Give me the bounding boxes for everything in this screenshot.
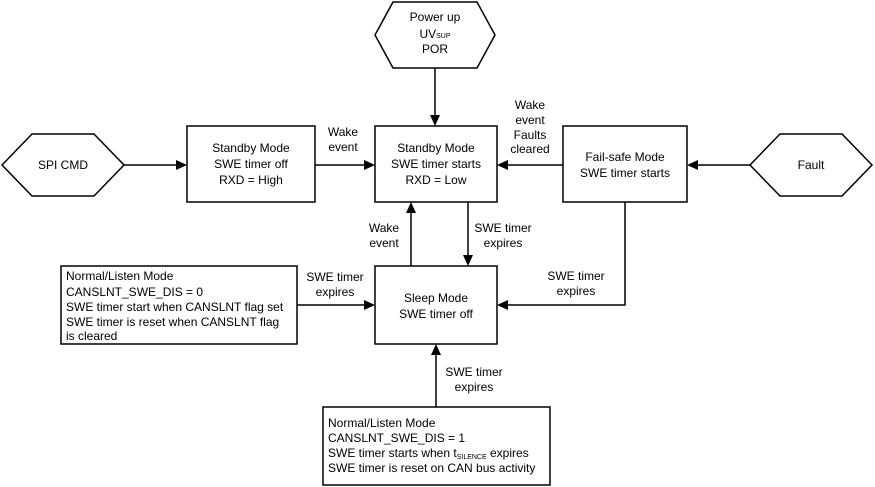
failsafe-line: SWE timer starts xyxy=(580,166,670,180)
edge-label-line: Wake xyxy=(328,125,359,139)
label-swe-expires-right: SWE timer expires xyxy=(547,269,604,298)
arrow-normal-bottom-to-sleep xyxy=(431,344,441,407)
standby-left-line: Standby Mode xyxy=(212,141,290,155)
edge-label-line: cleared xyxy=(510,142,549,156)
standby-mode-center-box: Standby Mode SWE timer starts RXD = Low xyxy=(374,125,498,203)
label-swe-expires-mid: SWE timer expires xyxy=(474,221,531,250)
edge-label-line: SWE timer xyxy=(306,270,363,284)
edge-label-line: SWE timer xyxy=(547,269,604,283)
por-label: POR xyxy=(422,42,448,56)
sleep-mode-box: Sleep Mode SWE timer off xyxy=(374,265,498,345)
fault-node: Fault xyxy=(748,133,874,197)
normal-bottom-line: SWE timer is reset on CAN bus activity xyxy=(328,461,535,475)
edge-label-line: expires xyxy=(484,236,523,250)
normal-bottom-rect xyxy=(322,406,551,486)
normal-bottom-line: SWE timer starts when tSILENCE expires xyxy=(328,446,529,461)
arrow-sleep-to-standby xyxy=(406,202,416,266)
standby-center-line: Standby Mode xyxy=(397,141,475,155)
label-swe-expires-bottom: SWE timer expires xyxy=(445,365,502,394)
edge-label-line: SWE timer xyxy=(474,221,531,235)
sleep-line: Sleep Mode xyxy=(404,291,468,305)
edge-label-line: event xyxy=(328,140,358,154)
standby-center-rect xyxy=(374,125,498,203)
normal-listen-bottom-box: Normal/Listen Mode CANSLNT_SWE_DIS = 1 S… xyxy=(322,406,551,486)
edge-label-line: event xyxy=(515,113,545,127)
failsafe-mode-box: Fail-safe Mode SWE timer starts xyxy=(562,125,688,203)
standby-center-line: RXD = Low xyxy=(405,173,466,187)
power-up-shape xyxy=(374,1,496,69)
sleep-line: SWE timer off xyxy=(399,307,473,321)
edge-label-line: expires xyxy=(316,285,355,299)
normal-bottom-line: CANSLNT_SWE_DIS = 1 xyxy=(328,431,465,445)
label-swe-expires-left: SWE timer expires xyxy=(306,270,363,299)
normal-left-line: is cleared xyxy=(66,329,117,343)
standby-left-line: RXD = High xyxy=(219,173,283,187)
power-up-label: Power up xyxy=(410,10,461,24)
edge-label-line: Wake xyxy=(369,221,400,235)
arrow-fault-to-failsafe xyxy=(687,160,750,170)
edge-label-line: SWE timer xyxy=(445,365,502,379)
uv-sup-label: UVSUP xyxy=(419,27,450,41)
normal-left-line: SWE timer is reset when CANSLNT flag xyxy=(66,315,279,329)
normal-left-line: SWE timer start when CANSLNT flag set xyxy=(66,300,284,314)
standby-left-rect xyxy=(186,125,316,203)
normal-left-rect xyxy=(60,265,298,345)
arrow-standby-to-sleep xyxy=(463,202,473,266)
fault-label: Fault xyxy=(798,158,825,172)
edge-label-line: Faults xyxy=(514,128,547,142)
standby-mode-left-box: Standby Mode SWE timer off RXD = High xyxy=(186,125,316,203)
normal-listen-left-box: Normal/Listen Mode CANSLNT_SWE_DIS = 0 S… xyxy=(60,265,298,345)
arrow-power-to-standby xyxy=(430,68,440,126)
arrow-failsafe-to-sleep xyxy=(497,202,626,310)
failsafe-line: Fail-safe Mode xyxy=(585,150,665,164)
arrow-normal-left-to-sleep xyxy=(297,300,375,310)
spi-cmd-label: SPI CMD xyxy=(38,158,88,172)
label-wake-event-mid: Wake event xyxy=(369,221,400,250)
label-wake-faults-cleared: Wake event Faults cleared xyxy=(510,98,549,156)
spi-cmd-node: SPI CMD xyxy=(0,133,126,197)
failsafe-rect xyxy=(562,125,688,203)
standby-left-line: SWE timer off xyxy=(214,157,288,171)
arrow-standby-left-to-center xyxy=(315,160,375,170)
normal-left-line: CANSLNT_SWE_DIS = 0 xyxy=(66,285,203,299)
arrow-spi-to-standby xyxy=(124,160,187,170)
standby-center-line: SWE timer starts xyxy=(391,157,481,171)
edge-label-line: expires xyxy=(557,284,596,298)
edge-label-line: event xyxy=(369,236,399,250)
normal-left-line: Normal/Listen Mode xyxy=(66,269,174,283)
fault-shape xyxy=(748,133,874,197)
arrow-failsafe-to-standby xyxy=(497,160,563,170)
sleep-rect xyxy=(374,265,498,345)
label-wake-event-top: Wake event xyxy=(328,125,359,154)
power-up-node: Power up UVSUP POR xyxy=(374,1,496,69)
normal-bottom-line: Normal/Listen Mode xyxy=(328,416,436,430)
edge-label-line: expires xyxy=(455,380,494,394)
edge-label-line: Wake xyxy=(515,98,546,112)
